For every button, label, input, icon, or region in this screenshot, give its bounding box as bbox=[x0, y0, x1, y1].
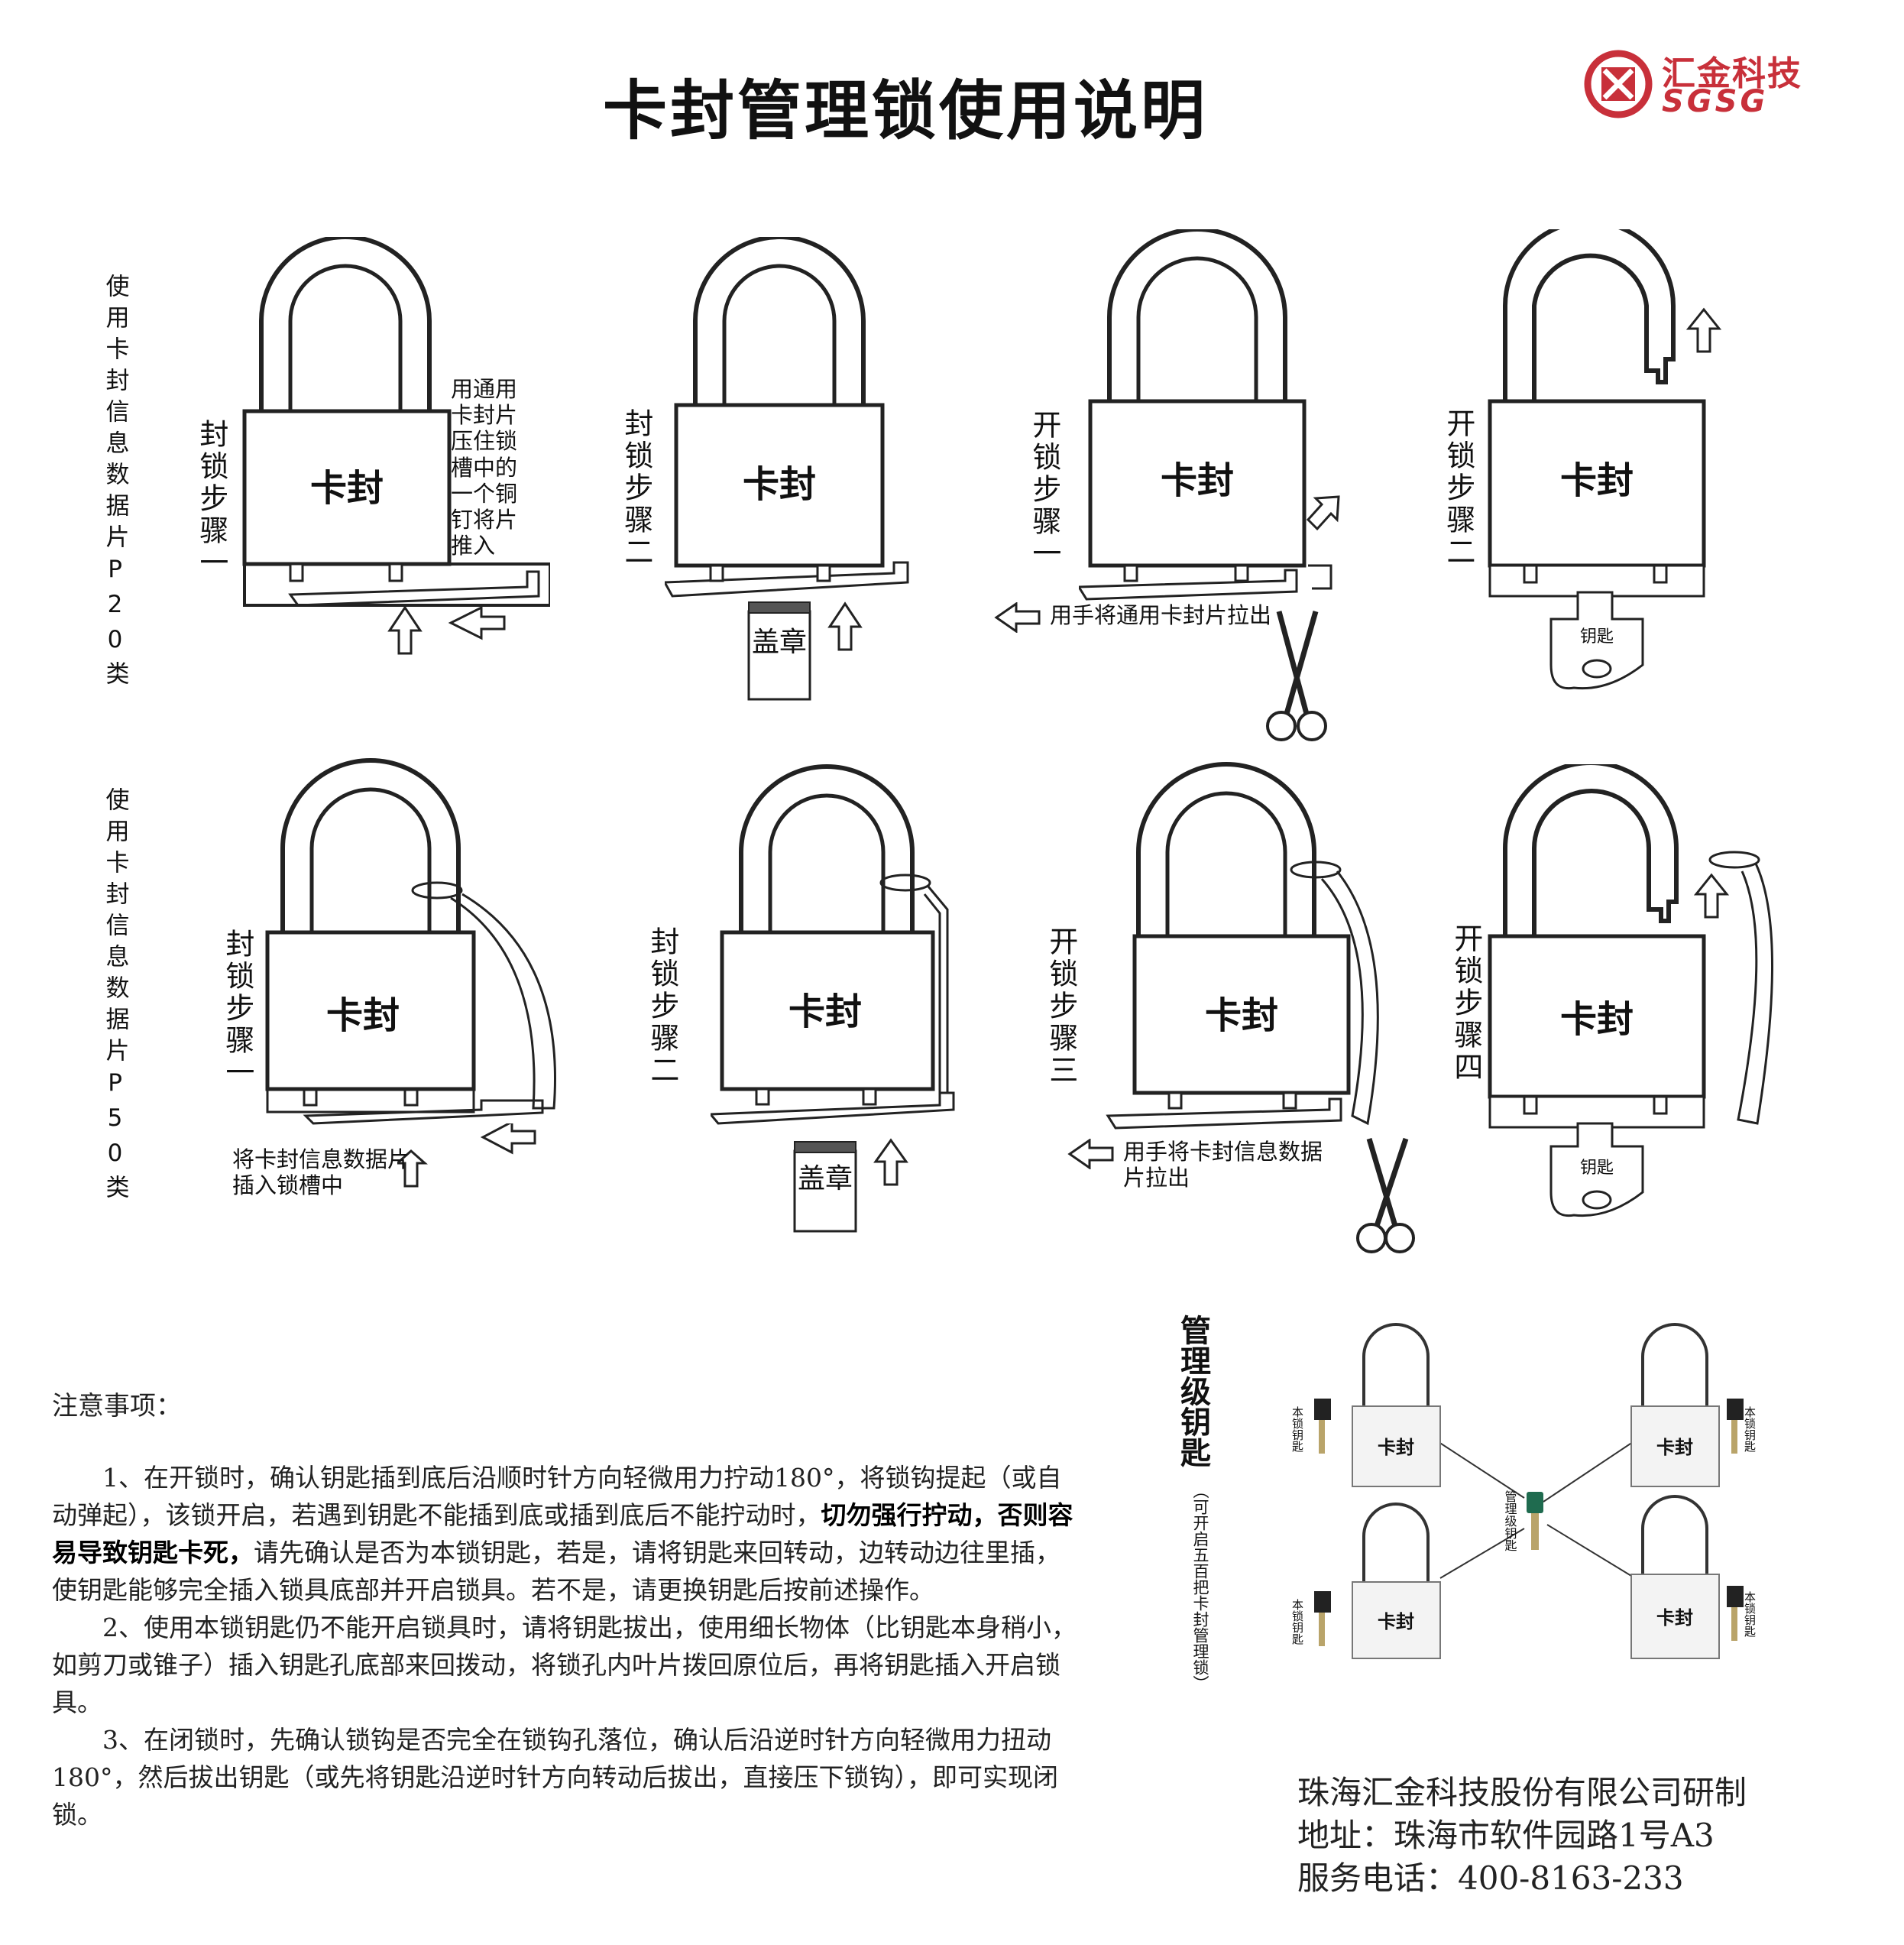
stamp-icon-2: 盖章 bbox=[793, 1138, 908, 1233]
svg-text:盖章: 盖章 bbox=[752, 627, 807, 658]
row1-lock-open-step2: 卡封 钥匙 bbox=[1488, 229, 1722, 690]
row2-step4-label: 开锁步骤四 bbox=[1449, 923, 1483, 1084]
svg-text:本锁钥匙: 本锁钥匙 bbox=[1291, 1599, 1304, 1645]
svg-text:卡封: 卡封 bbox=[743, 463, 816, 506]
svg-text:本锁钥匙: 本锁钥匙 bbox=[1743, 1591, 1757, 1638]
svg-text:卡封: 卡封 bbox=[1161, 459, 1234, 502]
small-lock-bottom-right: 卡封 本锁钥匙 bbox=[1630, 1495, 1757, 1659]
svg-text:卡封: 卡封 bbox=[1560, 998, 1634, 1041]
svg-text:卡封: 卡封 bbox=[1560, 459, 1634, 502]
small-lock-top-left: 卡封 本锁钥匙 bbox=[1291, 1323, 1441, 1487]
row2-lock-seal-step1: 卡封 bbox=[265, 758, 556, 1125]
row2-side-label: 使用卡封信息数据片P50类 bbox=[101, 787, 129, 1206]
management-key-diagram: 管理级钥匙 卡封 本锁钥匙 卡封 本锁钥匙 卡封 本锁钥匙 卡封 本锁钥匙 bbox=[1291, 1323, 1757, 1659]
row1-note-pull: 用手将通用卡封片拉出 bbox=[1050, 602, 1272, 628]
row1-step3-label: 开锁步骤一 bbox=[1027, 410, 1061, 570]
row2-note-insert: 将卡封信息数据片插入锁槽中 bbox=[232, 1146, 410, 1199]
lock-face-text: 卡封 bbox=[310, 467, 384, 510]
svg-text:卡封: 卡封 bbox=[1205, 994, 1278, 1037]
row2-step3-label: 开锁步骤三 bbox=[1044, 926, 1078, 1087]
small-lock-top-right: 卡封 本锁钥匙 bbox=[1630, 1323, 1757, 1487]
row2-lock-open-step3: 卡封 bbox=[1106, 762, 1415, 1253]
arrow-left-icon-2 bbox=[1067, 1139, 1114, 1169]
company-logo: 汇金科技 SGSG bbox=[1582, 46, 1872, 122]
page-title: 卡封管理锁使用说明 bbox=[602, 73, 1208, 148]
logo-text-cn: 汇金科技 bbox=[1662, 54, 1802, 93]
logo-mark-icon bbox=[1584, 50, 1653, 118]
row1-lock-seal-step1: 卡封 bbox=[242, 237, 550, 607]
arrows-insert-icon bbox=[397, 1123, 536, 1188]
small-lock-bottom-left: 卡封 本锁钥匙 bbox=[1291, 1503, 1441, 1659]
service-phone: 服务电话：400-8163-233 bbox=[1297, 1859, 1684, 1897]
management-key-icon bbox=[1527, 1492, 1543, 1550]
row1-lock-open-step1: 卡封 bbox=[1079, 229, 1340, 741]
svg-text:卡封: 卡封 bbox=[1656, 1437, 1693, 1458]
company-info: 珠海汇金科技股份有限公司研制 地址：珠海市软件园路1号A3 服务电话：400-8… bbox=[1297, 1772, 1747, 1900]
svg-text:钥匙: 钥匙 bbox=[1580, 1159, 1614, 1178]
svg-text:卡封: 卡封 bbox=[326, 994, 400, 1037]
stamp-icon: 盖章 bbox=[747, 601, 863, 701]
arrow-left-icon bbox=[994, 602, 1041, 633]
row1-lock-seal-step2: 卡封 bbox=[665, 237, 909, 598]
svg-text:盖章: 盖章 bbox=[798, 1163, 853, 1195]
row2-lock-seal-step2: 卡封 bbox=[711, 764, 955, 1125]
company-name: 珠海汇金科技股份有限公司研制 bbox=[1297, 1774, 1747, 1811]
row2-step2-label: 封锁步骤二 bbox=[645, 926, 679, 1087]
note-1-warning: 切勿强行拧动，否则容易导致钥匙卡死， bbox=[52, 1500, 1073, 1567]
logo-text-en: SGSG bbox=[1662, 84, 1769, 119]
svg-text:本锁钥匙: 本锁钥匙 bbox=[1291, 1406, 1304, 1453]
row1-step4-label: 开锁步骤二 bbox=[1441, 408, 1475, 569]
arrow-up-icon bbox=[387, 605, 506, 655]
svg-text:卡封: 卡封 bbox=[1656, 1607, 1693, 1629]
company-address: 地址：珠海市软件园路1号A3 bbox=[1297, 1817, 1715, 1854]
note-2: 2、使用本锁钥匙仍不能开启锁具时，请将钥匙拔出，使用细长物体（比钥匙本身稍小，如… bbox=[52, 1613, 1077, 1717]
svg-text:本锁钥匙: 本锁钥匙 bbox=[1743, 1406, 1757, 1453]
svg-text:卡封: 卡封 bbox=[1378, 1437, 1414, 1458]
center-key-label: 管理级钥匙 bbox=[1503, 1490, 1517, 1551]
management-key-subtitle: （可开启五百把卡封管理锁） bbox=[1191, 1483, 1210, 1691]
scissors-icon bbox=[1266, 611, 1327, 741]
row1-step1-label: 封锁步骤一 bbox=[194, 419, 228, 579]
row2-step1-label: 封锁步骤一 bbox=[220, 929, 254, 1089]
svg-text:卡封: 卡封 bbox=[1378, 1611, 1414, 1632]
note-1: 1、在开锁时，确认钥匙插到底后沿顺时针方向轻微用力拧动180°，将锁钩提起（或自… bbox=[52, 1463, 1073, 1605]
note-3: 3、在闭锁时，先确认锁钩是否完全在锁钩孔落位，确认后沿逆时针方向轻微用力扭动18… bbox=[52, 1725, 1058, 1830]
scissors-icon bbox=[1356, 1137, 1415, 1253]
row1-step2-label: 封锁步骤二 bbox=[619, 408, 653, 569]
row2-lock-open-step4: 卡封 钥匙 bbox=[1488, 764, 1773, 1217]
row1-side-label: 使用卡封信息数据片P20类 bbox=[101, 274, 129, 692]
svg-text:钥匙: 钥匙 bbox=[1580, 627, 1614, 647]
management-key-title: 管理级钥匙 bbox=[1175, 1314, 1210, 1467]
notes-title: 注意事项： bbox=[52, 1391, 182, 1421]
notes-section: 注意事项： 1、在开锁时，确认钥匙插到底后沿顺时针方向轻微用力拧动180°，将锁… bbox=[52, 1385, 1083, 1833]
row2-note-pull: 用手将卡封信息数据片拉出 bbox=[1123, 1139, 1323, 1191]
row1-note-push: 用通用卡封片压住锁槽中的一个铜钉将片推入 bbox=[451, 376, 518, 559]
svg-text:卡封: 卡封 bbox=[788, 990, 862, 1033]
